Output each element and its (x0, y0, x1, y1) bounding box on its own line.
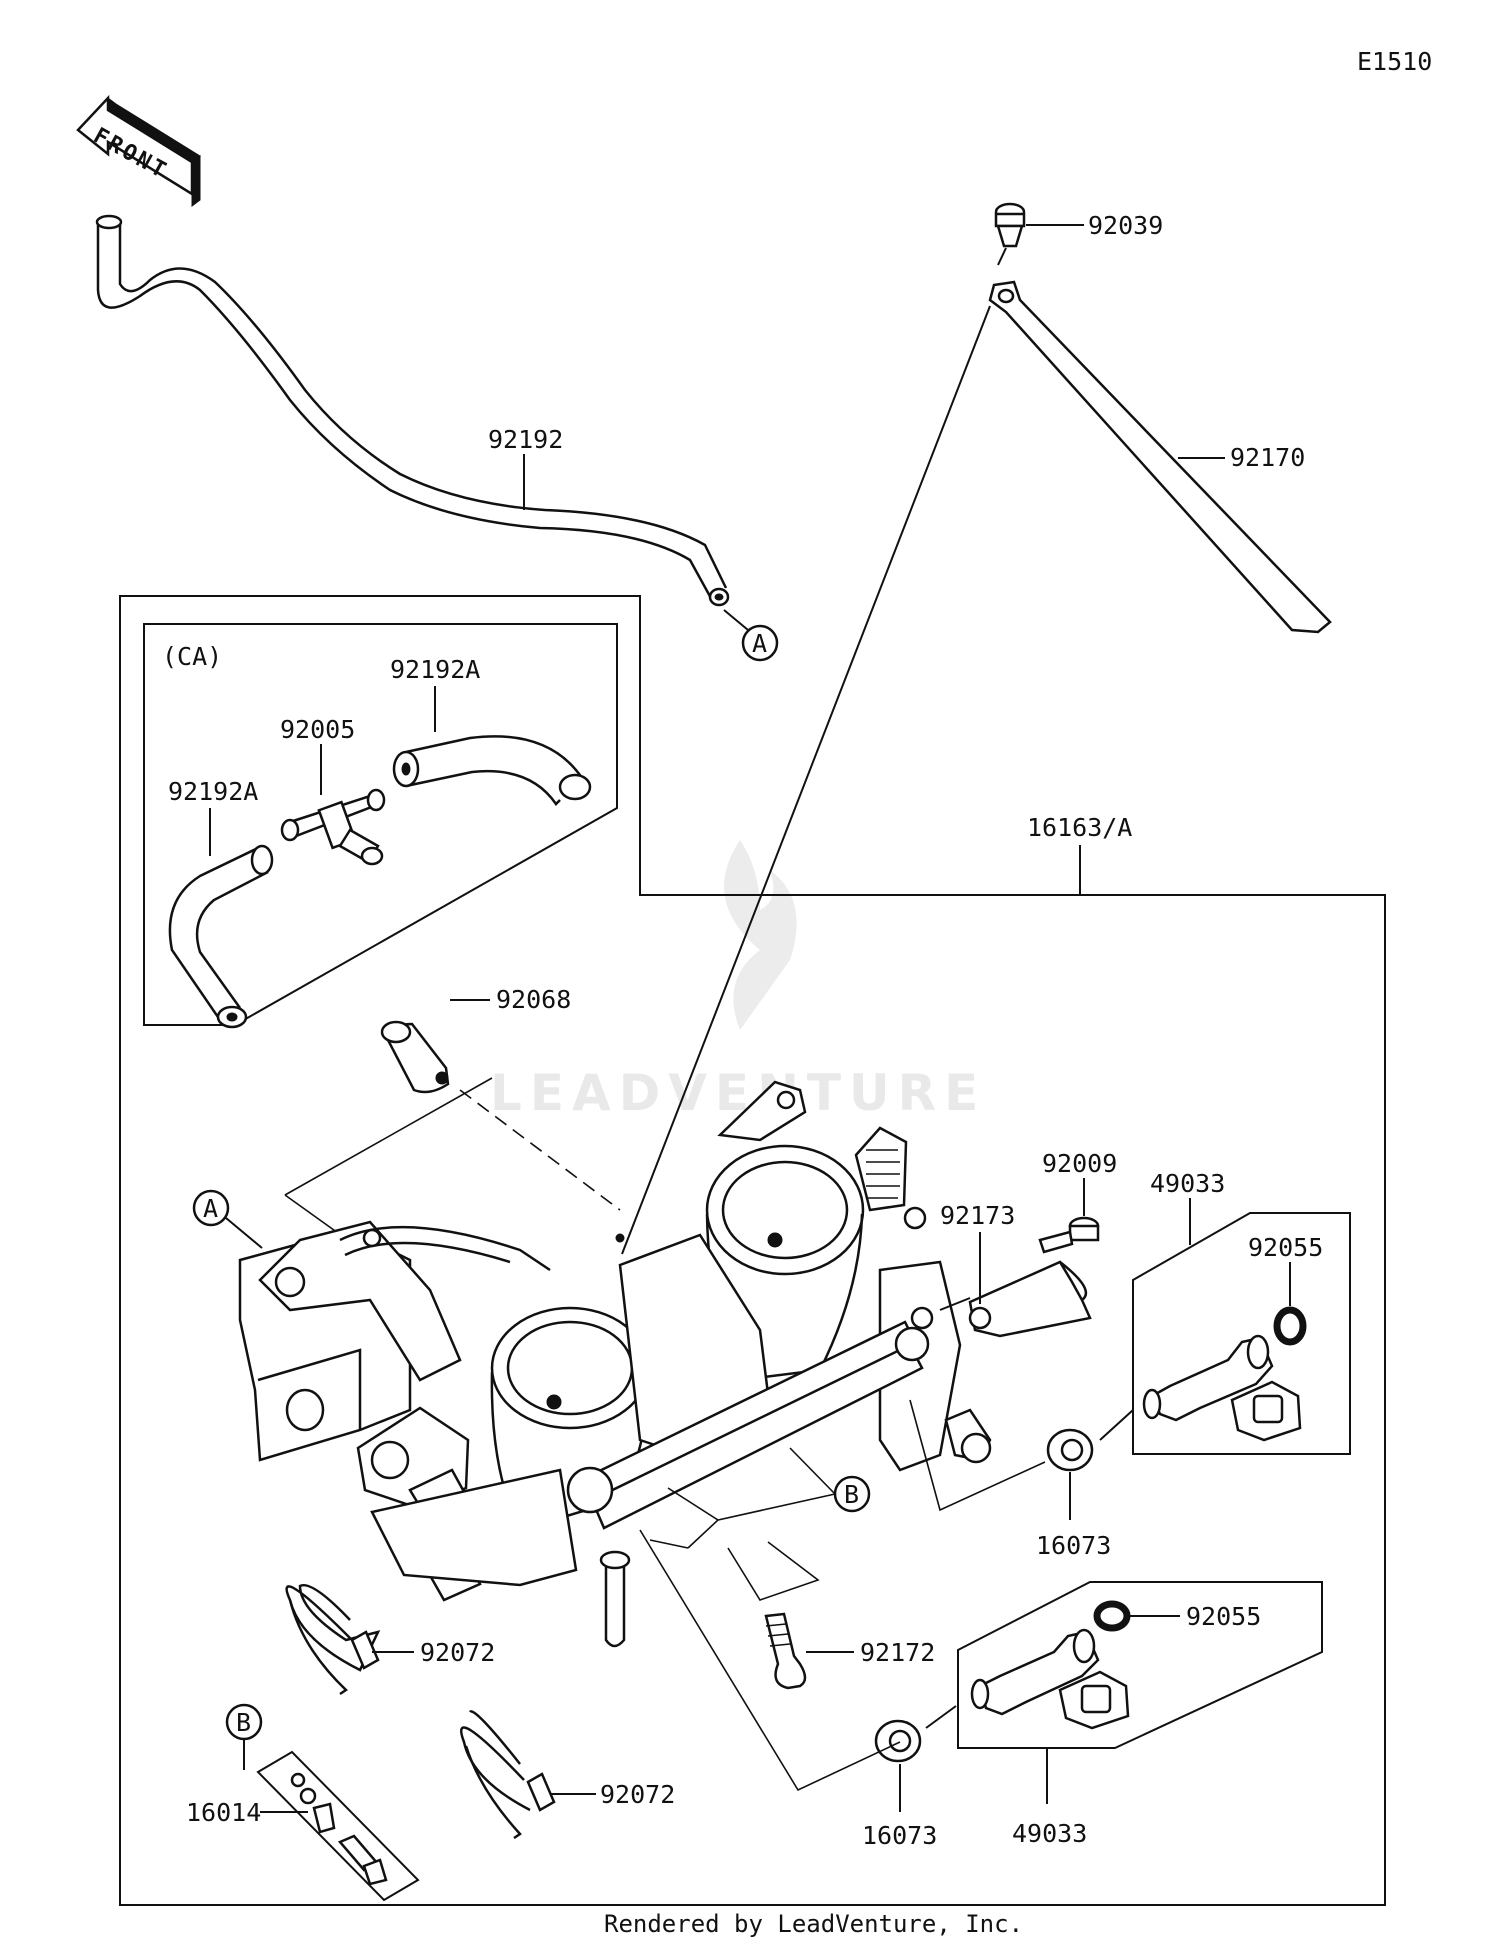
callout-b-kit-label: B (236, 1708, 251, 1737)
callout-a-hose-label: A (752, 629, 767, 658)
leadventure-watermark: LEADVENTURE (490, 840, 986, 1122)
cable-tie-92072-bottom (459, 1710, 556, 1840)
part-49033-bottom: 49033 (1012, 1819, 1087, 1848)
front-arrow-icon: FRONT (76, 94, 201, 207)
callout-b-main-label: B (844, 1480, 859, 1509)
screw-92172 (764, 1612, 807, 1690)
elbow-hose-92192a-top (392, 735, 592, 806)
seal-16073-top (1046, 1428, 1094, 1472)
part-92005: 92005 (280, 715, 355, 744)
callout-a-main (192, 1189, 230, 1227)
part-92173: 92173 (940, 1201, 1015, 1230)
callout-a-hose (741, 624, 779, 662)
part-92192a-top: 92192A (390, 655, 480, 684)
part-92039: 92039 (1088, 211, 1163, 240)
seal-16073-bottom (874, 1719, 922, 1763)
part-16073-top: 16073 (1036, 1531, 1111, 1560)
callout-a-main-label: A (203, 1194, 218, 1223)
ca-label: (CA) (162, 642, 222, 671)
cable-tie-92072-top (285, 1583, 381, 1696)
bolt-92009 (1038, 1216, 1100, 1254)
part-92055-top: 92055 (1248, 1233, 1323, 1262)
part-16163-a: 16163/A (1027, 813, 1132, 842)
clip-92039 (994, 202, 1026, 248)
kit-16014-frame (256, 1750, 420, 1902)
part-92072-top: 92072 (420, 1638, 495, 1667)
footer-credit: Rendered by LeadVenture, Inc. (604, 1910, 1023, 1938)
hose-92192 (95, 214, 730, 607)
throttle-body-assembly (238, 1080, 992, 1648)
part-92055-bottom: 92055 (1186, 1602, 1261, 1631)
part-49033-top: 49033 (1150, 1169, 1225, 1198)
injector-box-top (1132, 1212, 1351, 1455)
assembly-frame (119, 595, 1386, 1906)
injector-top (1142, 1334, 1302, 1442)
ca-subframe (143, 623, 618, 1026)
part-92068: 92068 (496, 985, 571, 1014)
part-92170: 92170 (1230, 443, 1305, 472)
part-92072-bottom: 92072 (600, 1780, 675, 1809)
band-92170 (988, 280, 1332, 634)
diagram-code: E1510 (1357, 47, 1432, 76)
part-92192a-left: 92192A (168, 777, 258, 806)
part-92172: 92172 (860, 1638, 935, 1667)
clamp-92173 (968, 1260, 1092, 1338)
kit-16014-parts (290, 1772, 388, 1886)
part-92192: 92192 (488, 425, 563, 454)
part-16073-bottom: 16073 (862, 1821, 937, 1850)
injector-box-bottom (957, 1581, 1323, 1749)
elbow-hose-92192a-left (168, 844, 274, 1029)
callout-b-kit (225, 1703, 263, 1741)
o-ring-92055-top (1273, 1306, 1307, 1346)
watermark-text: LEADVENTURE (490, 1064, 986, 1122)
cap-92068 (380, 1020, 450, 1094)
o-ring-92055-bottom (1093, 1600, 1131, 1632)
tee-joint-92005 (280, 788, 386, 866)
part-16014: 16014 (186, 1798, 261, 1827)
part-92009: 92009 (1042, 1149, 1117, 1178)
injector-bottom (970, 1628, 1130, 1730)
